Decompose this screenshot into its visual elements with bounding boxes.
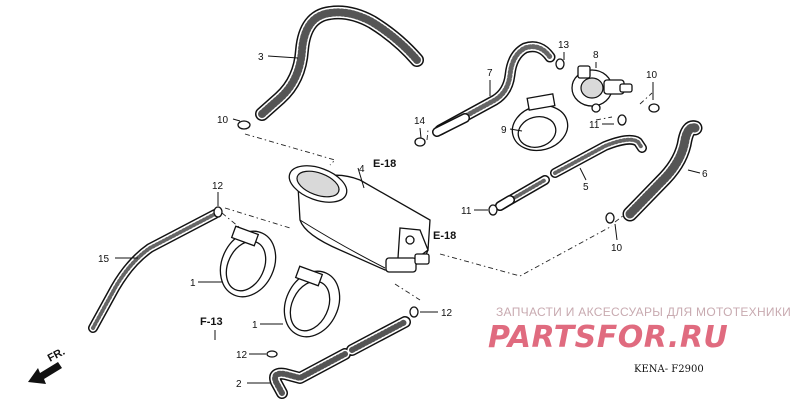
callout-13: 13 — [558, 40, 570, 51]
callout-9: 9 — [501, 125, 507, 136]
callout-14: 14 — [414, 116, 426, 127]
callout-11b: 11 — [461, 206, 472, 217]
callout-6: 6 — [702, 169, 708, 180]
watermark-brand: PARTSFOR.RU — [488, 320, 728, 355]
ref-f13: F-13 — [200, 316, 223, 328]
hose-3 — [255, 5, 424, 121]
callout-11a: 11 — [589, 120, 600, 131]
hose-15 — [88, 209, 220, 333]
ref-e18-top: E-18 — [373, 158, 396, 170]
clamp-band-1b — [283, 265, 341, 338]
front-direction-arrow: FR. — [28, 346, 67, 384]
hose-5 — [495, 134, 647, 211]
diagram-code: KENA- F2900 — [634, 364, 704, 375]
callout-10c: 10 — [611, 243, 623, 254]
callouts: 3 10 4 9 8 7 13 10 11 14 5 6 12 11 10 15… — [98, 40, 708, 390]
ref-e18-right: E-18 — [433, 230, 456, 242]
callout-1b: 1 — [252, 320, 258, 331]
callout-15: 15 — [98, 254, 110, 265]
callout-10a: 10 — [217, 115, 229, 126]
bracket-9 — [511, 93, 569, 152]
callout-5: 5 — [583, 182, 589, 193]
hose-6 — [622, 120, 703, 222]
callout-8: 8 — [593, 50, 599, 61]
callout-12b: 12 — [441, 308, 453, 319]
callout-1a: 1 — [190, 278, 196, 289]
callout-7: 7 — [487, 68, 493, 79]
canister-4 — [288, 165, 431, 273]
callout-2: 2 — [236, 379, 242, 390]
front-direction-label: FR. — [46, 346, 67, 365]
clips — [213, 58, 660, 358]
callout-3: 3 — [258, 52, 264, 63]
callout-12a: 12 — [212, 181, 224, 192]
reference-labels: E-18 E-18 F-13 — [200, 158, 456, 328]
tube-joint-14 — [432, 113, 470, 137]
callout-10b: 10 — [646, 70, 658, 81]
connection-lines — [221, 92, 653, 301]
leader-lines — [115, 52, 701, 384]
callout-4: 4 — [359, 164, 365, 175]
callout-12c: 12 — [236, 350, 248, 361]
watermark-subtitle: ЗАПЧАСТИ И АКСЕССУАРЫ ДЛЯ МОТОТЕХНИКИ — [496, 305, 791, 319]
valve-8 — [571, 65, 633, 113]
clamp-band-1a — [219, 225, 277, 298]
tube-joint-11 — [495, 195, 515, 211]
hose-2 — [269, 316, 411, 399]
hose-7 — [434, 41, 556, 136]
